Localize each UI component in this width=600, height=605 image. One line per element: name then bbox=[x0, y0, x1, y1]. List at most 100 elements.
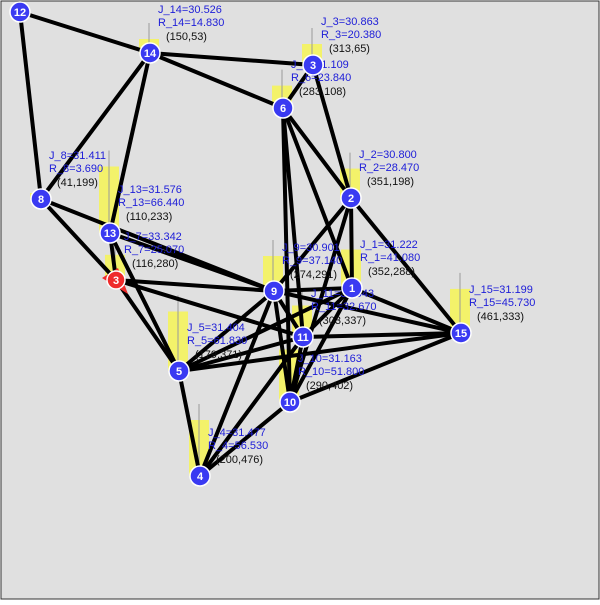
graph-node-14[interactable]: 14 bbox=[139, 42, 161, 64]
node-id-label: 8 bbox=[38, 194, 44, 206]
graph-node-4[interactable]: 4 bbox=[189, 465, 211, 487]
edge-11-5 bbox=[177, 335, 305, 373]
edge-12-14 bbox=[18, 10, 152, 55]
node-circle bbox=[341, 277, 363, 299]
graph-node-1[interactable]: 1 bbox=[341, 277, 363, 299]
edge-2-9 bbox=[272, 196, 353, 293]
node-r-label-2: R_2=28.470 bbox=[359, 162, 419, 174]
graph-node-9[interactable]: 9 bbox=[263, 280, 285, 302]
node-circle bbox=[272, 97, 294, 119]
node-coord-label-14: (150,53) bbox=[166, 31, 207, 43]
node-circle bbox=[292, 326, 314, 348]
node-circle bbox=[189, 465, 211, 487]
node-id-label: 3 bbox=[310, 60, 316, 72]
node-id-label: 12 bbox=[14, 7, 26, 19]
node-id-label: 11 bbox=[297, 332, 309, 344]
edge-9-10 bbox=[272, 289, 292, 404]
edge-1-11 bbox=[301, 286, 354, 339]
node-id-label: 4 bbox=[197, 471, 204, 483]
edge-5-4 bbox=[177, 369, 202, 478]
node-r-label-3: R_3=20.380 bbox=[321, 29, 381, 41]
node-j-label-10: J_10=31.163 bbox=[298, 353, 362, 365]
node-r-label-11: R_11=32.670 bbox=[311, 301, 377, 313]
graph-node-3h[interactable]: 3 bbox=[102, 268, 128, 294]
node-j-label-4: J_4=31.477 bbox=[208, 427, 266, 439]
graph-node-2[interactable]: 2 bbox=[340, 187, 362, 209]
graph-node-15[interactable]: 15 bbox=[450, 322, 472, 344]
node-id-label: 5 bbox=[176, 366, 182, 378]
node-coord-label-3h: (116,280) bbox=[132, 258, 178, 270]
node-circle bbox=[340, 187, 362, 209]
edge-6-2 bbox=[281, 106, 353, 200]
graph-node-12[interactable]: 12 bbox=[9, 1, 31, 23]
edge-1-5 bbox=[177, 286, 354, 373]
edge-layer bbox=[18, 10, 463, 478]
node-r-label-14: R_14=14.830 bbox=[158, 17, 224, 29]
graph-node-11[interactable]: 11 bbox=[292, 326, 314, 348]
node-coord-label-3: (313,65) bbox=[329, 43, 370, 55]
edge-2-15 bbox=[349, 196, 463, 335]
edge-11-15 bbox=[301, 331, 463, 339]
node-j-label-9: J_9=30.901 bbox=[282, 242, 340, 254]
node-coord-label-15: (461,333) bbox=[477, 311, 524, 323]
node-r-label-15: R_15=45.730 bbox=[469, 297, 535, 309]
node-id-label: 14 bbox=[144, 48, 157, 60]
edge-15-5 bbox=[177, 331, 463, 373]
edge-3h-5 bbox=[114, 278, 181, 373]
node-circle bbox=[168, 360, 190, 382]
node-j-label-8: J_8=31.411 bbox=[49, 150, 106, 162]
edge-1-10 bbox=[288, 286, 354, 404]
node-circle bbox=[279, 391, 301, 413]
edge-9-1 bbox=[272, 286, 354, 293]
node-j-label-5: J_5=31.404 bbox=[187, 322, 245, 334]
node-id-label: 1 bbox=[349, 283, 355, 295]
node-coord-label-9: (274,291) bbox=[290, 269, 337, 281]
edge-14-6 bbox=[148, 51, 285, 110]
edge-13-9 bbox=[108, 231, 276, 293]
node-circle bbox=[30, 188, 52, 210]
node-circle bbox=[9, 1, 31, 23]
node-circle bbox=[139, 42, 161, 64]
node-id-label: 9 bbox=[271, 286, 277, 298]
node-r-label-5: R_5=61.830 bbox=[187, 335, 247, 347]
edge-11-4 bbox=[198, 335, 305, 478]
node-id-label: 6 bbox=[280, 103, 286, 115]
node-r-label-1: R_1=41.080 bbox=[360, 252, 420, 264]
edge-1-15 bbox=[350, 286, 463, 335]
edge-14-13 bbox=[108, 51, 152, 235]
node-r-label-8: R_8=3.690 bbox=[49, 163, 103, 175]
node-r-label-6: R_6=23.840 bbox=[291, 72, 351, 84]
node-j-label-15: J_15=31.199 bbox=[469, 284, 533, 296]
edge-12-8 bbox=[18, 10, 43, 201]
edge-15-10 bbox=[288, 331, 463, 404]
node-id-label: 2 bbox=[348, 193, 354, 205]
node-coord-label-6: (283,108) bbox=[299, 86, 346, 98]
graph-node-3[interactable]: 3 bbox=[302, 54, 324, 76]
node-id-label: 15 bbox=[455, 328, 467, 340]
edge-9-4 bbox=[198, 289, 276, 478]
graph-node-10[interactable]: 10 bbox=[279, 391, 301, 413]
edge-10-4 bbox=[198, 400, 292, 478]
node-j-label-14: J_14=30.526 bbox=[158, 4, 222, 16]
node-coord-label-1: (352,288) bbox=[368, 266, 415, 278]
edge-8-3h bbox=[39, 197, 118, 282]
node-circle bbox=[106, 270, 126, 290]
node-j-label-3h: J_7=33.342 bbox=[124, 231, 182, 243]
graph-node-6[interactable]: 6 bbox=[272, 97, 294, 119]
edge-13-5 bbox=[108, 231, 181, 373]
node-id-label: 13 bbox=[104, 228, 116, 240]
edge-3h-9 bbox=[114, 278, 276, 293]
edge-9-5 bbox=[177, 289, 276, 373]
graph-node-13[interactable]: 13 bbox=[99, 222, 121, 244]
node-id-label: 3 bbox=[113, 275, 119, 287]
node-id-label: 10 bbox=[284, 397, 296, 409]
graph-node-8[interactable]: 8 bbox=[30, 188, 52, 210]
node-j-label-2: J_2=30.800 bbox=[359, 149, 417, 161]
edge-14-3 bbox=[148, 51, 315, 67]
node-coord-label-4: (200,476) bbox=[216, 454, 263, 466]
node-coord-label-8: (41,199) bbox=[57, 177, 98, 189]
graph-node-5[interactable]: 5 bbox=[168, 360, 190, 382]
node-r-label-13: R_13=66.440 bbox=[118, 197, 184, 209]
